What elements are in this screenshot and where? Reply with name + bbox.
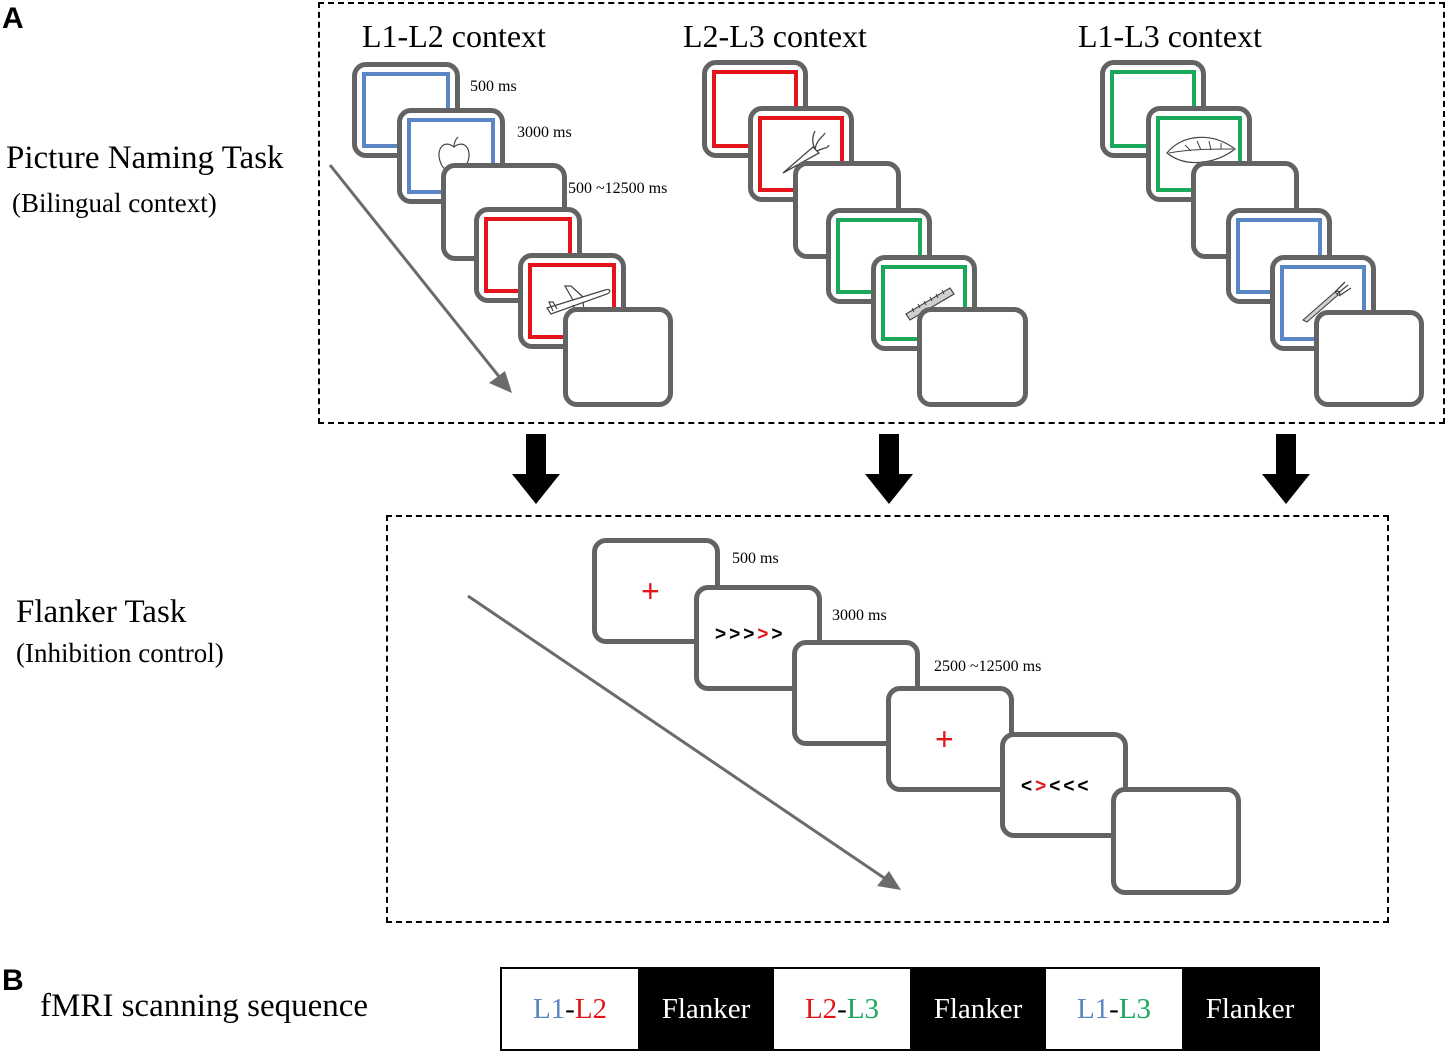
blank-card	[917, 307, 1028, 407]
timing-label: 500 ms	[470, 78, 517, 95]
flanker-stimulus-card: <><<<	[1000, 732, 1128, 838]
blank-card	[563, 307, 673, 407]
fixation-cross: +	[935, 721, 954, 757]
timing-label: 500 ms	[732, 550, 779, 567]
separator: -	[837, 992, 847, 1025]
sequence-block-l2-l3: L2-L3	[774, 969, 910, 1049]
picture-naming-subtitle: (Bilingual context)	[12, 188, 217, 218]
flanker-arrow-target: >	[1035, 776, 1050, 797]
flanker-task-title: Flanker Task	[16, 594, 187, 630]
context-title-l2-l3: L2-L3 context	[683, 18, 867, 54]
fork-picture	[1302, 281, 1352, 323]
sequence-block-flanker: Flanker	[638, 969, 774, 1049]
timing-label: 3000 ms	[832, 607, 887, 624]
panel-letter-a: A	[2, 2, 24, 35]
flanker-arrows-black: <<<	[1049, 776, 1092, 797]
context-title-l1-l3: L1-L3 context	[1078, 18, 1262, 54]
sequence-block-l1-l2: L1-L2	[502, 969, 638, 1049]
fmri-sequence-bar: L1-L2 Flanker L2-L3 Flanker L1-L3 Flanke…	[500, 967, 1320, 1051]
context-title-l1-l2: L1-L2 context	[362, 18, 546, 54]
flanker-stimulus-card: >>>>>	[694, 585, 822, 691]
fixation-card: +	[886, 686, 1014, 792]
leaf-picture	[1166, 136, 1236, 164]
language-label: L1	[532, 992, 566, 1025]
timing-label: 2500 ~12500 ms	[934, 658, 1042, 675]
separator: -	[565, 992, 575, 1025]
flanker-task-subtitle: (Inhibition control)	[16, 638, 224, 668]
flanker-arrows-black: >	[771, 624, 786, 645]
picture-naming-title: Picture Naming Task	[6, 140, 284, 176]
language-label: L2	[574, 992, 608, 1025]
flanker-arrows-black: <	[1021, 776, 1036, 797]
separator: -	[1109, 992, 1119, 1025]
panel-letter-b: B	[2, 964, 24, 997]
flanker-arrows-black: >>>	[715, 624, 758, 645]
timing-label: 2500 ~12500 ms	[560, 180, 668, 197]
picture-naming-box	[318, 2, 1445, 424]
ruler-picture	[905, 287, 955, 321]
flanker-box	[386, 515, 1389, 923]
flanker-arrows: <><<<	[1021, 776, 1092, 798]
down-arrow-icon	[865, 434, 913, 504]
stimulus-card	[871, 255, 977, 351]
language-label: L1	[1076, 992, 1110, 1025]
blank-card	[1111, 787, 1241, 895]
down-arrow-icon	[512, 434, 560, 504]
flanker-arrows: >>>>>	[715, 624, 786, 646]
sequence-block-flanker: Flanker	[910, 969, 1046, 1049]
language-label: L3	[1118, 992, 1152, 1025]
language-label: L3	[846, 992, 880, 1025]
sequence-block-flanker: Flanker	[1182, 969, 1318, 1049]
fixation-cross: +	[641, 573, 660, 609]
sequence-block-l1-l3: L1-L3	[1046, 969, 1182, 1049]
timing-label: 3000 ms	[517, 124, 572, 141]
flanker-arrow-target: >	[757, 624, 772, 645]
blank-card	[1314, 310, 1424, 407]
stimulus-card	[748, 106, 854, 202]
language-label: L2	[804, 992, 838, 1025]
fmri-sequence-title: fMRI scanning sequence	[40, 988, 369, 1024]
down-arrow-icon	[1262, 434, 1310, 504]
